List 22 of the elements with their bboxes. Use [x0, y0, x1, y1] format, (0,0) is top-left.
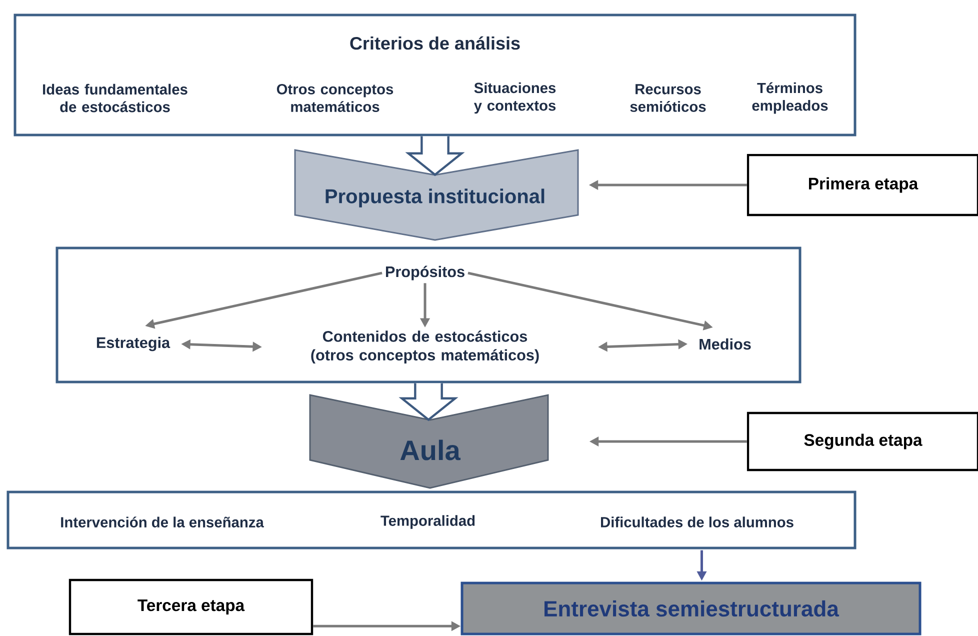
box-label: Recursos semióticos	[630, 84, 706, 112]
box-text: Contenidos de estocásticos (otros conceptos matemáticos)	[311, 330, 539, 364]
stage-box: Primera etapa	[746, 154, 978, 216]
box-label: Otros conceptos matemáticos	[276, 84, 394, 112]
box-text: Medios	[700, 338, 751, 350]
hollow-arrow	[405, 135, 465, 176]
box-heading: Criterios de análisis	[350, 36, 520, 50]
interview-box: Entrevista semiestructurada	[460, 582, 922, 636]
box-label: Ideas fundamentales de estocásticos	[43, 84, 188, 112]
box-label: Temporalidad	[380, 515, 475, 529]
box-label: Intervención de la enseñanza	[61, 516, 264, 528]
frame-box	[14, 14, 856, 136]
box-text: Propósitos	[386, 266, 464, 280]
frame-box	[56, 246, 802, 384]
box-text: Estrategia	[96, 336, 170, 352]
hollow-arrow	[398, 382, 458, 422]
box-label: Situaciones y contextos	[474, 82, 556, 114]
frame-box	[6, 490, 856, 550]
stage-box: Segunda etapa	[746, 412, 978, 472]
stage-box: Tercera etapa	[68, 578, 314, 636]
box-label: Términos empleados	[752, 82, 828, 114]
box-label: Dificultades de los alumnos	[601, 516, 794, 528]
